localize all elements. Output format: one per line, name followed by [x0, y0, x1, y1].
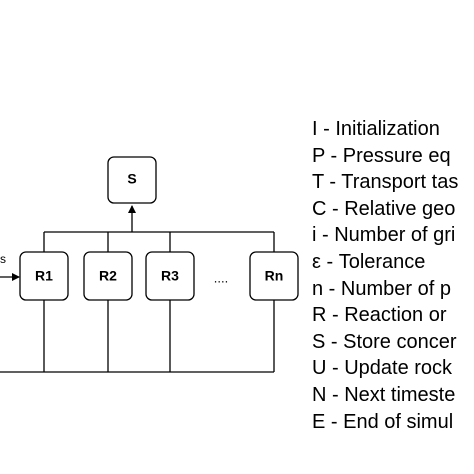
connectors — [0, 205, 275, 373]
node-r3-box — [145, 251, 195, 301]
legend-item: U - Update rock — [312, 357, 453, 380]
node-r3: R3 — [145, 251, 195, 301]
legend-item: i - Number of gri — [312, 224, 456, 247]
node-s-box — [107, 156, 157, 204]
node-r3-label: R3 — [161, 268, 179, 284]
legend-item: C - Relative geo — [312, 197, 456, 220]
legend-item: ε - Tolerance — [312, 250, 426, 273]
legend: I - Initialization P - Pressure eq T - T… — [312, 116, 458, 435]
legend-item: R - Reaction or — [312, 304, 447, 327]
legend-item: N - Next timeste — [312, 383, 456, 406]
legend-item: I - Initialization — [312, 118, 440, 140]
node-s: S — [107, 156, 157, 204]
node-r2-box — [83, 251, 133, 301]
node-rn-label: Rn — [265, 268, 284, 284]
node-r2-label: R2 — [99, 268, 117, 284]
node-r2: R2 — [83, 251, 133, 301]
legend-item: P - Pressure eq — [312, 144, 451, 167]
legend-item: n - Number of p — [312, 277, 451, 300]
node-s-label: S — [127, 171, 136, 187]
legend-item: T - Transport tas — [312, 171, 459, 194]
node-ellipsis: .... — [214, 270, 228, 285]
node-r1-label: R1 — [35, 268, 53, 284]
node-rn: Rn — [249, 251, 299, 301]
legend-item: S - Store concer — [312, 330, 457, 353]
node-rn-box — [249, 251, 299, 301]
incoming-edge-label: s — [0, 252, 6, 266]
legend-item: E - End of simul — [312, 410, 454, 433]
node-r1: R1 — [19, 251, 69, 301]
node-r1-box — [19, 251, 69, 301]
